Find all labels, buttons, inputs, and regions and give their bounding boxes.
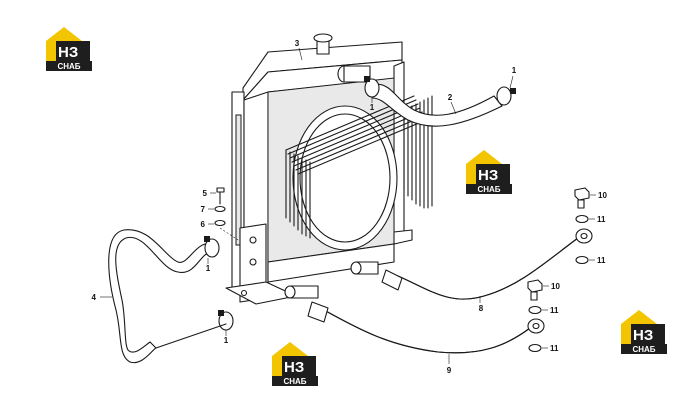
- washer-7: [214, 205, 226, 213]
- brand-mark-text: НЗ: [58, 44, 78, 61]
- right-side-plate: [393, 61, 405, 245]
- washer-lower-1: [528, 305, 542, 315]
- callout-5: 5: [203, 189, 208, 198]
- callout-11-lower-1: 11: [550, 306, 559, 315]
- callout-11-lower-2: 11: [550, 344, 559, 353]
- washer-upper-1: [575, 214, 589, 224]
- oil-pipe-fitting: [350, 261, 379, 275]
- washer-lower-2: [528, 343, 542, 353]
- brand-mark-text: НЗ: [478, 167, 498, 184]
- brand-mark-text: НЗ: [284, 359, 304, 376]
- hose-clamp-upper-left: [364, 76, 380, 98]
- banjo-bolt-upper: [574, 187, 590, 209]
- filler-cap: [313, 33, 333, 55]
- callout-1-upper-right: 1: [512, 66, 517, 75]
- top-outlet-pipe: [337, 65, 371, 83]
- callout-11-upper-2: 11: [597, 256, 606, 265]
- hose-clamp-upper-right: [496, 86, 516, 106]
- callout-7: 7: [201, 205, 206, 214]
- callout-1-bottom: 1: [224, 336, 229, 345]
- brand-logo-top-left: НЗ СНАБ: [46, 27, 92, 71]
- callout-9: 9: [447, 366, 452, 375]
- mount-bolt-5: [216, 187, 225, 205]
- mounting-bracket: [225, 223, 297, 305]
- brand-name-text: СНАБ: [57, 62, 80, 71]
- callout-6: 6: [201, 220, 206, 229]
- washer-upper-2: [575, 255, 589, 265]
- hose-9-fitting-left: [307, 301, 329, 323]
- callout-4: 4: [92, 293, 97, 302]
- brand-mark-text: НЗ: [633, 327, 653, 344]
- right-foot: [393, 229, 413, 245]
- hose-clamp-left: [204, 236, 220, 258]
- lower-hose: [108, 229, 213, 364]
- radiator: [225, 33, 433, 305]
- callout-1-left: 1: [206, 264, 211, 273]
- banjo-bolt-lower: [527, 279, 543, 301]
- callout-3: 3: [295, 39, 300, 48]
- hydraulic-hose-9: [307, 301, 545, 354]
- fan-shroud-inner: [299, 113, 391, 243]
- brand-name-text: СНАБ: [632, 345, 655, 354]
- brand-logo-right: НЗ СНАБ: [621, 310, 667, 354]
- brand-logo-center: НЗ СНАБ: [466, 150, 512, 194]
- washer-6: [214, 219, 226, 227]
- leader-lines: [100, 47, 596, 364]
- hose-8-fitting-left: [381, 269, 403, 291]
- callout-10-upper: 10: [598, 191, 607, 200]
- callout-8: 8: [479, 304, 484, 313]
- callout-11-upper-1: 11: [597, 215, 606, 224]
- hose-9-banjo: [527, 318, 545, 334]
- fan-shroud-ring: [292, 105, 398, 251]
- brand-name-text: СНАБ: [283, 377, 306, 386]
- lower-hose-leader: [155, 323, 227, 349]
- hose-8-banjo: [575, 228, 593, 244]
- left-side-slot: [235, 114, 242, 246]
- brand-logo-bottom: НЗ СНАБ: [272, 342, 318, 386]
- radiator-bottom-tank: [267, 243, 395, 283]
- callout-10-lower: 10: [551, 282, 560, 291]
- upper-hose: [371, 83, 503, 127]
- bottom-outlet-pipe: [284, 285, 319, 299]
- callout-2: 2: [448, 93, 453, 102]
- hydraulic-hose-8: [381, 228, 593, 300]
- brand-name-text: СНАБ: [477, 185, 500, 194]
- hose-clamp-bottom: [218, 310, 234, 331]
- callout-1-upper-left: 1: [370, 103, 375, 112]
- callout-labels: 3 2 1 1 1 1 4 5 7 6 8 9 10 10 11 11 11 1…: [92, 39, 608, 375]
